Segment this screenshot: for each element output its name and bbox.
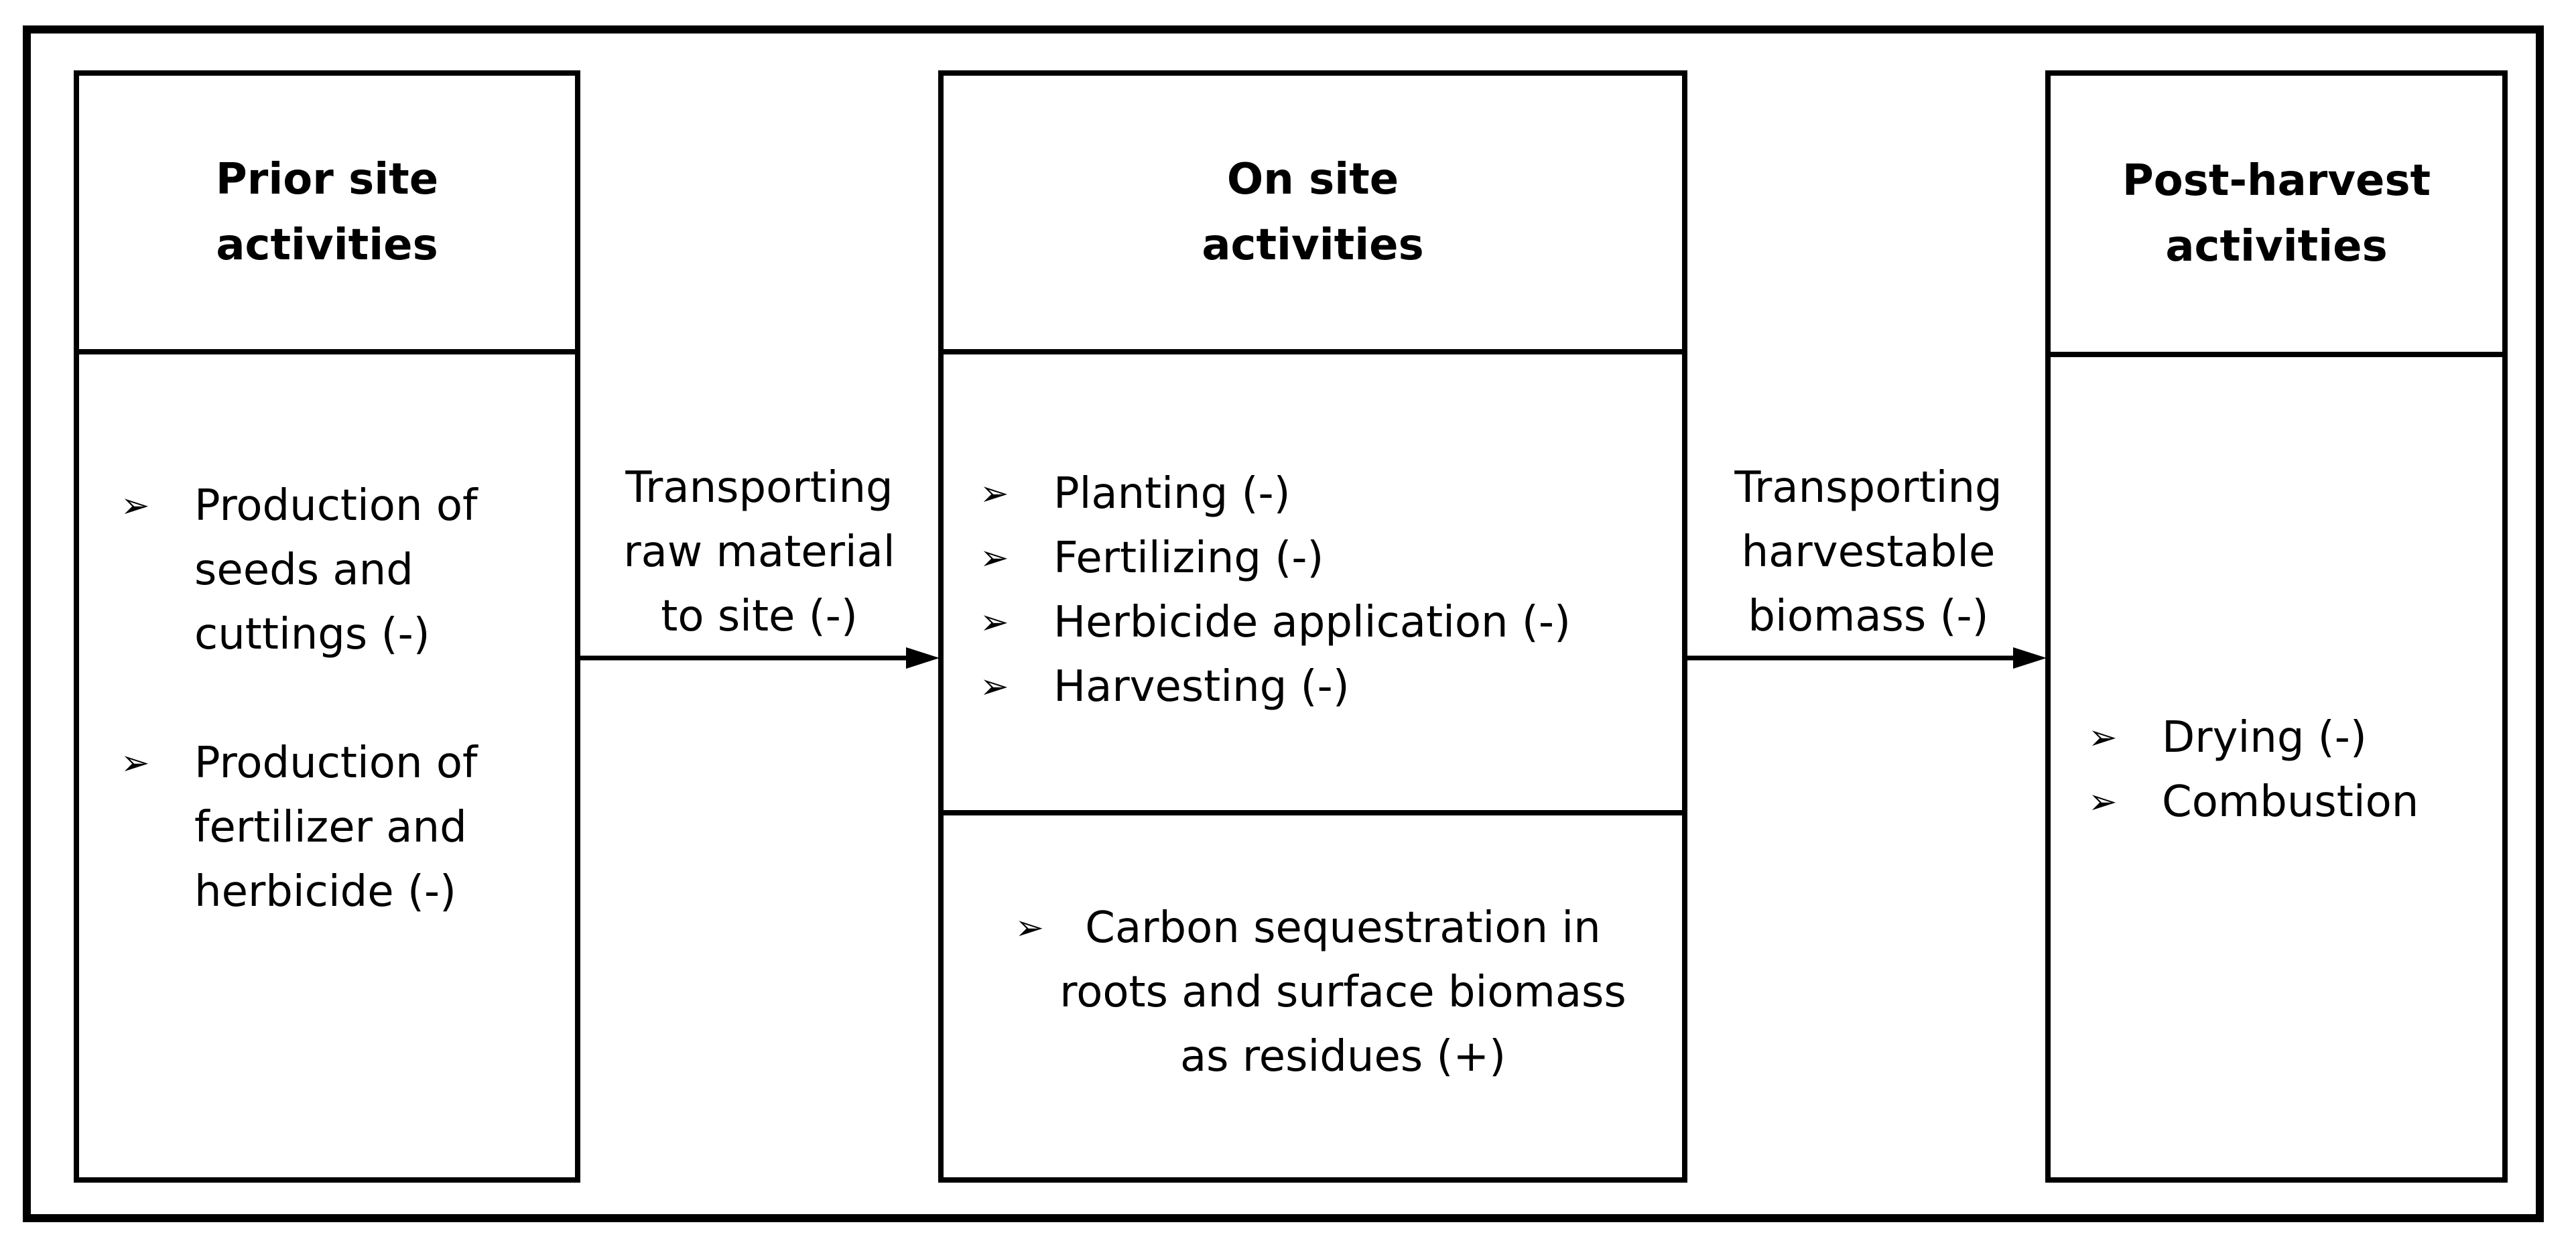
arrow-bullet-icon: ➢ xyxy=(980,667,1009,707)
list-item: ➢ Planting (-) xyxy=(980,462,1571,526)
item-text: Fertilizing (-) xyxy=(1053,533,1324,583)
item-text: Production of xyxy=(194,481,478,531)
prior-site-title-line1: Prior site xyxy=(215,155,439,204)
arrow-bullet-icon: ➢ xyxy=(121,743,150,783)
connector-label-harvestable-biomass: Transporting harvestable biomass (-) xyxy=(1694,456,2043,649)
list-item: ➢ Harvesting (-) xyxy=(980,655,1571,719)
arrow-prior-to-onsite xyxy=(580,647,940,669)
on-site-title-line1: On site xyxy=(1226,155,1399,204)
list-item: ➢ Drying (-) xyxy=(2088,706,2419,770)
item-text: herbicide (-) xyxy=(194,867,456,917)
list-item: ➢ Combustion xyxy=(2088,770,2419,834)
on-site-box: On site activities ➢ Planting (-) ➢ Fert… xyxy=(938,70,1687,1183)
connector-text: raw material xyxy=(623,527,895,577)
post-harvest-box: Post-harvest activities ➢ Drying (-) ➢ C… xyxy=(2045,70,2508,1183)
carbon-text: as residues (+) xyxy=(1179,1032,1506,1081)
on-site-activities-section: ➢ Planting (-) ➢ Fertilizing (-) ➢ Herbi… xyxy=(944,354,1682,810)
arrow-bullet-icon: ➢ xyxy=(121,486,150,526)
item-text: Drying (-) xyxy=(2162,713,2367,763)
item-text: Combustion xyxy=(2162,777,2419,827)
on-site-header: On site activities xyxy=(944,76,1682,354)
arrow-bullet-icon: ➢ xyxy=(980,474,1009,514)
list-item: ➢ Production of fertilizer and herbicide… xyxy=(121,731,478,924)
item-text: Herbicide application (-) xyxy=(1053,598,1571,647)
on-site-title: On site activities xyxy=(1202,147,1423,278)
connector-text: biomass (-) xyxy=(1748,592,1989,641)
prior-site-header: Prior site activities xyxy=(79,76,575,354)
item-text: Harvesting (-) xyxy=(1053,662,1350,712)
on-site-title-line2: activities xyxy=(1202,220,1424,270)
connector-text: Transporting xyxy=(625,463,893,513)
arrow-bullet-icon: ➢ xyxy=(980,602,1009,643)
carbon-sequestration-section: ➢ Carbon sequestration in roots and surf… xyxy=(944,810,1682,1177)
item-text: fertilizer and xyxy=(194,803,467,852)
carbon-text: Carbon sequestration in xyxy=(1085,903,1601,953)
prior-site-title: Prior site activities xyxy=(216,147,438,278)
connector-text: harvestable xyxy=(1741,527,1996,577)
item-text: Production of xyxy=(194,738,478,788)
carbon-text: roots and surface biomass xyxy=(1059,968,1626,1017)
connector-text: to site (-) xyxy=(661,592,858,641)
post-harvest-title-line1: Post-harvest xyxy=(2122,156,2431,206)
arrow-bullet-icon: ➢ xyxy=(980,538,1009,578)
post-harvest-title: Post-harvest activities xyxy=(2122,148,2431,279)
arrow-onsite-to-postharvest xyxy=(1687,647,2047,669)
list-item: ➢ Fertilizing (-) xyxy=(980,526,1571,590)
list-item: ➢ Production of seeds and cuttings (-) xyxy=(121,474,478,667)
item-text: Planting (-) xyxy=(1053,469,1291,519)
prior-site-box: Prior site activities ➢ Production of se… xyxy=(74,70,580,1183)
item-text: seeds and xyxy=(194,545,413,595)
list-item: ➢ Herbicide application (-) xyxy=(980,590,1571,655)
post-harvest-header: Post-harvest activities xyxy=(2051,76,2502,357)
arrow-bullet-icon: ➢ xyxy=(2088,718,2118,758)
arrow-bullet-icon: ➢ xyxy=(2088,782,2118,822)
prior-site-body: ➢ Production of seeds and cuttings (-) ➢… xyxy=(79,354,575,1177)
connector-text: Transporting xyxy=(1734,463,2002,513)
prior-site-title-line2: activities xyxy=(216,220,438,270)
post-harvest-body: ➢ Drying (-) ➢ Combustion xyxy=(2051,357,2502,1177)
connector-label-raw-material: Transporting raw material to site (-) xyxy=(588,456,930,649)
post-harvest-title-line2: activities xyxy=(2165,222,2388,271)
arrow-bullet-icon: ➢ xyxy=(1015,908,1045,948)
item-text: cuttings (-) xyxy=(194,610,430,659)
